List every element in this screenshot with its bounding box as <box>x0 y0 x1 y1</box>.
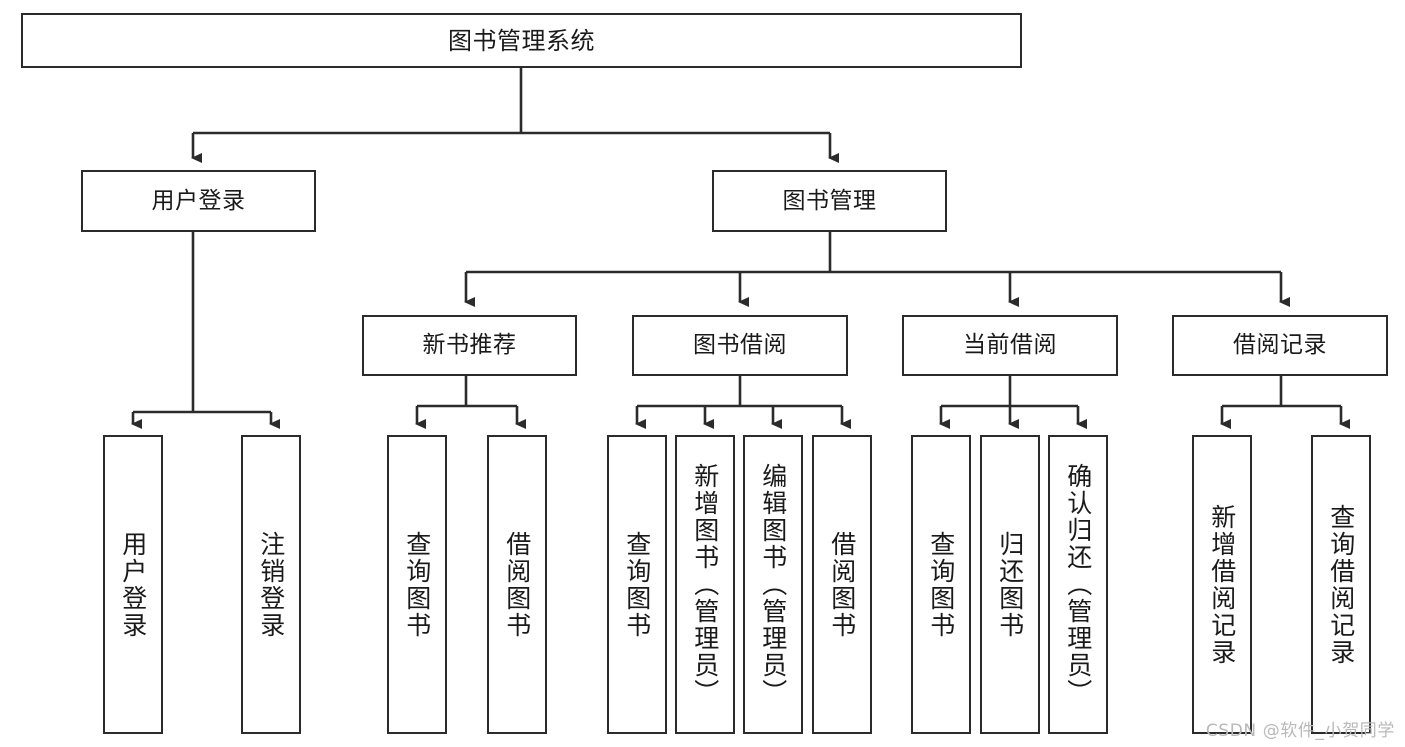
node-label: 归还图书 <box>995 530 1025 639</box>
leaf-user-login-logout[interactable]: 注销登录 <box>241 435 301 734</box>
leaf-book-borrow-borrow-book[interactable]: 借阅图书 <box>812 435 872 734</box>
node-borrow-record[interactable]: 借阅记录 <box>1172 315 1388 376</box>
leaf-new-book-query-book[interactable]: 查询图书 <box>387 435 447 734</box>
node-root-book-management-system[interactable]: 图书管理系统 <box>21 13 1022 68</box>
node-label: 新增借阅记录 <box>1207 503 1237 666</box>
node-new-book-recommend[interactable]: 新书推荐 <box>362 315 577 376</box>
node-book-management[interactable]: 图书管理 <box>712 170 947 232</box>
node-user-login[interactable]: 用户登录 <box>81 170 316 232</box>
leaf-current-borrow-query-book[interactable]: 查询图书 <box>911 435 971 734</box>
node-label: 当前借阅 <box>963 332 1057 359</box>
leaf-book-borrow-edit-book-admin[interactable]: 编辑图书（管理员） <box>743 435 803 734</box>
node-label: 图书借阅 <box>693 332 787 359</box>
leaf-borrow-record-add-record[interactable]: 新增借阅记录 <box>1192 435 1252 734</box>
node-book-borrow[interactable]: 图书借阅 <box>632 315 848 376</box>
node-label: 编辑图书（管理员） <box>758 463 788 706</box>
leaf-current-borrow-return-book[interactable]: 归还图书 <box>980 435 1040 734</box>
leaf-user-login-login[interactable]: 用户登录 <box>103 435 163 734</box>
watermark-text: CSDN @软件_小贺同学 <box>1205 721 1395 741</box>
node-label: 新书推荐 <box>422 332 517 359</box>
node-label: 注销登录 <box>256 530 286 639</box>
node-current-borrow[interactable]: 当前借阅 <box>902 315 1118 376</box>
node-label: 用户登录 <box>118 530 148 639</box>
node-label: 确认归还（管理员） <box>1063 463 1093 706</box>
leaf-book-borrow-add-book-admin[interactable]: 新增图书（管理员） <box>675 435 735 734</box>
node-label: 图书管理系统 <box>448 26 595 55</box>
leaf-current-borrow-confirm-return-admin[interactable]: 确认归还（管理员） <box>1048 435 1108 734</box>
node-label: 借阅图书 <box>502 530 532 639</box>
leaf-new-book-borrow-book[interactable]: 借阅图书 <box>487 435 547 734</box>
node-label: 查询借阅记录 <box>1326 503 1356 666</box>
node-label: 查询图书 <box>622 530 652 639</box>
node-label: 图书管理 <box>782 187 877 214</box>
node-label: 用户登录 <box>151 187 246 214</box>
node-label: 借阅图书 <box>827 530 857 639</box>
node-label: 查询图书 <box>926 530 956 639</box>
node-label: 查询图书 <box>402 530 432 639</box>
node-label: 新增图书（管理员） <box>690 463 720 706</box>
node-label: 借阅记录 <box>1233 332 1327 359</box>
leaf-borrow-record-query-record[interactable]: 查询借阅记录 <box>1311 435 1371 734</box>
leaf-book-borrow-query-book[interactable]: 查询图书 <box>607 435 667 734</box>
